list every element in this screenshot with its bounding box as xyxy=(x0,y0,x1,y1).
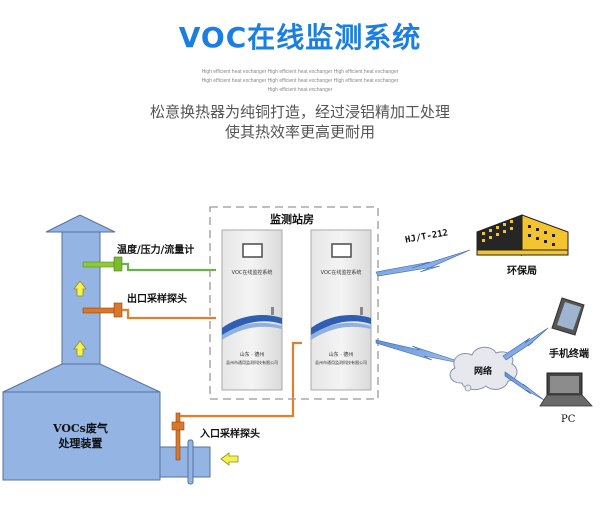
cabinet-screen xyxy=(331,243,352,258)
description-line-2: 使其热效率更高更耐用 xyxy=(224,123,375,141)
wireless-link-icon xyxy=(502,327,549,361)
meter-signal-line xyxy=(122,262,216,272)
epb-label: 环保局 xyxy=(507,266,537,277)
cabinet-1-title: VOC在线监控系统 xyxy=(232,269,273,276)
inlet-sample-line xyxy=(180,341,302,418)
airflow-up-arrow-icon xyxy=(73,280,87,297)
cabinet-2-location: 山东 · 德州 xyxy=(329,351,354,358)
inlet-probe xyxy=(171,341,302,461)
inlet-probe-label: 入口采样探头 xyxy=(200,429,260,440)
duct-flange xyxy=(187,439,194,485)
mobile-label: 手机终端 xyxy=(549,349,589,360)
station-label: 监测站房 xyxy=(270,213,314,226)
epb-building-icon xyxy=(476,214,569,256)
outlet-probe xyxy=(82,302,216,320)
cabinet-2-title: VOC在线监控系统 xyxy=(321,269,362,276)
english-subtitle: High efficient heat exchanger High effic… xyxy=(201,69,399,93)
treatment-device-label: VOCs废气 处理装置 xyxy=(53,421,108,451)
airflow-left-arrow-icon xyxy=(220,452,239,466)
analyzer-cabinet xyxy=(310,229,372,391)
treatment-device-label-line-1: VOCs废气 xyxy=(53,422,108,435)
mobile-phone-icon xyxy=(551,297,585,336)
network-label: 网络 xyxy=(474,367,493,377)
cabinet-screen xyxy=(242,243,263,258)
cabinet-swoosh xyxy=(222,315,282,336)
laptop-pc-icon xyxy=(539,372,593,407)
flow-meter xyxy=(82,256,216,272)
page-title: VOC在线监测系统 xyxy=(178,21,422,54)
outlet-sample-line xyxy=(122,308,216,320)
analyzer-cabinet xyxy=(221,229,283,391)
pc-label: PC xyxy=(561,414,576,425)
inlet-duct xyxy=(159,446,211,478)
outlet-probe-label: 出口采样探头 xyxy=(127,294,187,305)
airflow-up-arrow-icon xyxy=(73,340,87,357)
monitoring-station-boundary xyxy=(209,206,379,400)
wireless-link-icon xyxy=(375,249,471,277)
wireless-link-icon xyxy=(375,339,471,366)
meter-label: 温度/压力/流量计 xyxy=(117,245,195,256)
treatment-device-label-line-2: 处理装置 xyxy=(58,437,103,450)
description-line-1: 松意换热器为纯铜打造，经过浸铝精加工处理 xyxy=(149,103,450,121)
network-cloud-icon xyxy=(449,346,518,392)
wireless-link-icon xyxy=(504,371,545,401)
cabinet-swoosh xyxy=(311,315,371,336)
stack-arrow-head xyxy=(45,214,116,233)
cabinet-1-location: 山东 · 德州 xyxy=(240,351,265,358)
hood xyxy=(2,363,161,393)
treatment-device-box xyxy=(2,391,161,481)
cabinet-1-company: 县州市通用监测科技有限公司 xyxy=(226,359,278,365)
description: 松意换热器为纯铜打造，经过浸铝精加工处理 使其热效率更高更耐用 xyxy=(0,102,600,142)
cabinet-2-company: 县州市通用监测科技有限公司 xyxy=(315,359,367,365)
